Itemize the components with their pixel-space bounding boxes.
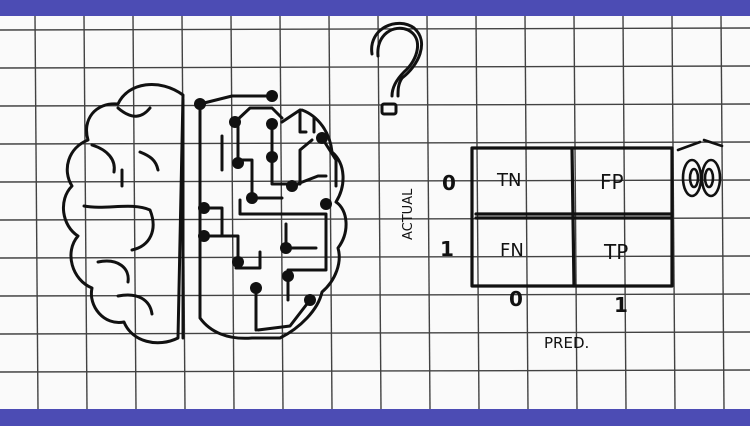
col-label-1: 1 xyxy=(614,293,628,317)
circuit-nodes xyxy=(194,90,332,306)
cell-fp: FP xyxy=(600,170,624,194)
confusion-matrix xyxy=(470,146,674,288)
grid-line-horizontal xyxy=(0,141,750,145)
grid-line-vertical xyxy=(426,15,431,410)
row-label-1: 1 xyxy=(440,237,454,261)
row-label-0: 0 xyxy=(442,171,456,195)
grid-line-vertical xyxy=(328,15,333,410)
brain-circuit-hemisphere-icon xyxy=(198,94,348,340)
x-axis-label: PRED. xyxy=(544,334,589,352)
grid-line-horizontal xyxy=(0,27,750,31)
circuit-node xyxy=(198,202,210,214)
cell-tp: TP xyxy=(603,240,628,264)
grid-line-horizontal xyxy=(0,103,750,107)
circuit-node xyxy=(232,256,244,268)
grid-line-horizontal xyxy=(0,293,750,297)
circuit-node xyxy=(316,132,328,144)
circuit-node xyxy=(229,116,241,128)
circuit-node xyxy=(280,242,292,254)
circuit-node xyxy=(320,198,332,210)
circuit-node xyxy=(246,192,258,204)
y-axis-label: ACTUAL xyxy=(401,188,416,240)
circuit-node xyxy=(304,294,316,306)
grid-line-vertical xyxy=(720,15,725,410)
grid-line-horizontal xyxy=(0,369,750,373)
eyes-doodle-icon xyxy=(676,138,724,198)
grid-line-vertical xyxy=(132,15,137,410)
grid-lines xyxy=(0,15,750,410)
bottom-border xyxy=(0,409,750,426)
cell-fn: FN xyxy=(500,240,524,261)
circuit-node xyxy=(232,157,244,169)
grid-line-vertical xyxy=(377,15,382,410)
grid-line-vertical xyxy=(83,15,88,410)
question-mark-icon xyxy=(370,21,424,116)
circuit-node xyxy=(250,282,262,294)
grid-line-horizontal xyxy=(0,255,750,259)
top-border xyxy=(0,0,750,16)
circuit-node xyxy=(194,98,206,110)
circuit-node xyxy=(266,118,278,130)
circuit-node xyxy=(282,270,294,282)
circuit-node xyxy=(198,230,210,242)
grid-line-horizontal xyxy=(0,331,750,335)
circuit-node xyxy=(286,180,298,192)
circuit-node xyxy=(266,151,278,163)
grid-line-horizontal xyxy=(0,65,750,69)
cell-tn: TN xyxy=(496,170,521,191)
grid-line-vertical xyxy=(230,15,235,410)
circuit-node xyxy=(266,90,278,102)
grid-line-vertical xyxy=(34,15,39,410)
col-label-0: 0 xyxy=(509,287,523,311)
grid-line-horizontal xyxy=(0,179,750,183)
brain-left-hemisphere-icon xyxy=(61,82,185,345)
